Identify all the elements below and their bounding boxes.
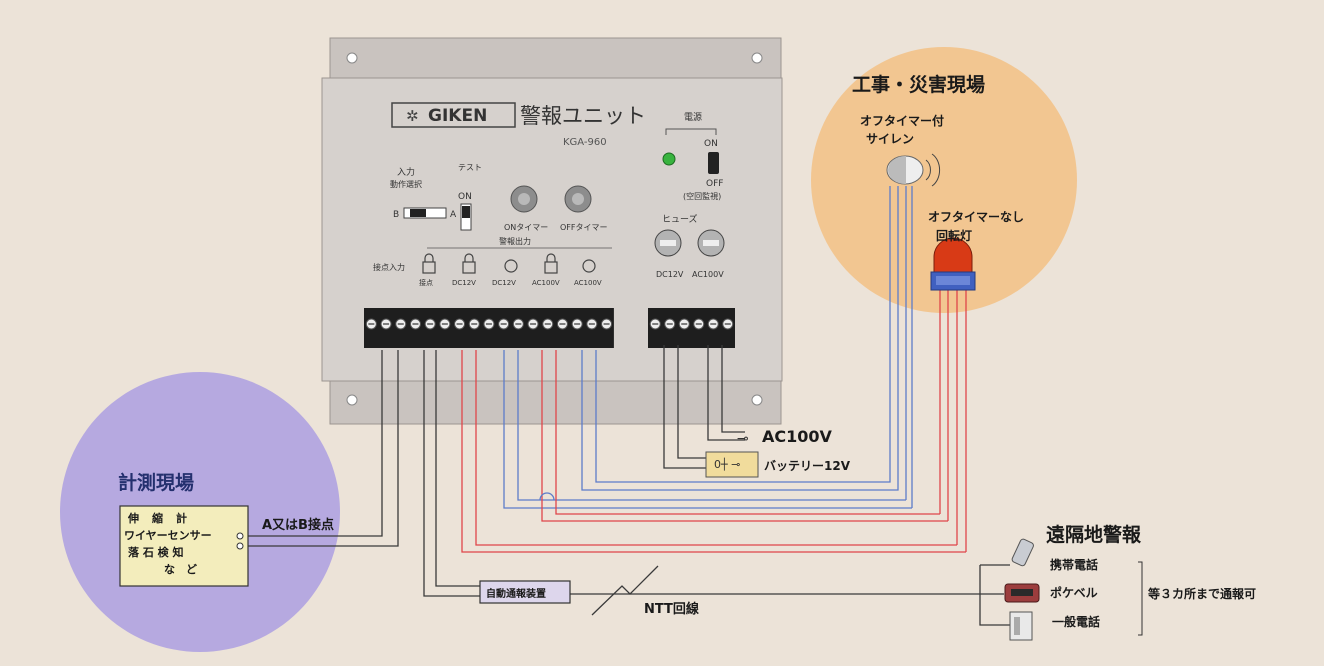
- terminal-block-power: [648, 308, 735, 348]
- sensor-line: な ど: [164, 563, 197, 576]
- output-label: DC12V: [492, 279, 516, 287]
- sensor-box: [119, 505, 249, 587]
- telephone-icon: [1009, 611, 1033, 641]
- screw-icon: [346, 52, 358, 64]
- output-label: DC12V: [452, 279, 476, 287]
- remote-title: 遠隔地警報: [1046, 524, 1142, 546]
- svg-text:AC100V: AC100V: [692, 270, 724, 279]
- device-cellphone: 携帯電話: [1050, 558, 1099, 572]
- wires: [246, 186, 1010, 626]
- remote-note: 等３カ所まで通報可: [1148, 587, 1257, 601]
- power-switch[interactable]: [708, 152, 719, 174]
- battery-label: バッテリー12V: [764, 459, 850, 473]
- screw-icon: [346, 394, 358, 406]
- svg-text:ヒューズ: ヒューズ: [662, 213, 698, 225]
- ac-label: AC100V: [762, 427, 832, 446]
- screw-icon: [751, 394, 763, 406]
- lamp-label-1: オフタイマーなし: [928, 210, 1025, 224]
- svg-text:B: B: [393, 210, 399, 220]
- power-led: [662, 152, 676, 166]
- output-label: AC100V: [574, 279, 602, 287]
- sensor-line: ワイヤーセンサー: [124, 529, 212, 542]
- siren-label-1: オフタイマー付: [860, 114, 945, 128]
- output-label: 接点: [419, 278, 433, 287]
- svg-text:テスト: テスト: [458, 163, 482, 172]
- svg-text:動作選択: 動作選択: [390, 179, 422, 189]
- svg-text:0┼ ⊸: 0┼ ⊸: [714, 457, 740, 471]
- device-pager: ポケベル: [1050, 586, 1098, 600]
- siren-icon: [886, 153, 941, 187]
- svg-text:ONタイマー: ONタイマー: [504, 223, 548, 232]
- brand-name: GIKEN: [428, 106, 487, 126]
- brand-plate: [391, 102, 516, 128]
- plug-icon: ⊸: [737, 431, 749, 447]
- cellphone-icon: [1011, 538, 1034, 567]
- svg-text:A: A: [450, 210, 457, 220]
- sensor-line: 落 石 検 知: [128, 546, 184, 559]
- svg-text:OFF: OFF: [706, 179, 723, 189]
- power-label: 電源: [684, 112, 702, 123]
- svg-text:OFFタイマー: OFFタイマー: [560, 223, 608, 232]
- ntt-label: NTT回線: [644, 602, 699, 617]
- output-label: AC100V: [532, 279, 560, 287]
- svg-text:(空回監視): (空回監視): [683, 191, 721, 201]
- sensor-line: 伸 縮 計: [128, 512, 188, 525]
- construction-site-title: 工事・災害現場: [852, 74, 986, 96]
- svg-text:入力: 入力: [397, 166, 415, 178]
- svg-text:ON: ON: [458, 192, 472, 202]
- auto-notifier-label: 自動通報装置: [486, 589, 546, 600]
- svg-text:DC12V: DC12V: [656, 270, 684, 279]
- rotating-lamp-icon: [930, 237, 976, 291]
- output-lock-icons: [422, 253, 596, 274]
- alarm-unit: ✲ GIKEN 警報ユニット KGA-960 電源 ON OFF (空回監視) …: [321, 37, 783, 425]
- pager-icon: [1004, 583, 1040, 603]
- screw-icon: [751, 52, 763, 64]
- svg-text:ON: ON: [704, 139, 718, 149]
- svg-text:接点入力: 接点入力: [373, 262, 405, 272]
- siren-label-2: サイレン: [866, 132, 915, 146]
- lamp-label-2: 回転灯: [936, 229, 973, 243]
- auto-notifier-box: [479, 580, 571, 604]
- unit-model: KGA-960: [563, 137, 607, 148]
- measurement-site-title: 計測現場: [118, 472, 195, 494]
- unit-title: 警報ユニット: [520, 104, 646, 128]
- construction-site-circle: [811, 47, 1077, 313]
- terminal-block-main: [364, 308, 614, 348]
- battery-icon: [705, 451, 759, 478]
- device-phone: 一般電話: [1052, 615, 1101, 629]
- gear-icon: ✲: [406, 107, 419, 125]
- contact-label: A又はB接点: [262, 518, 334, 533]
- svg-text:警報出力: 警報出力: [499, 236, 531, 246]
